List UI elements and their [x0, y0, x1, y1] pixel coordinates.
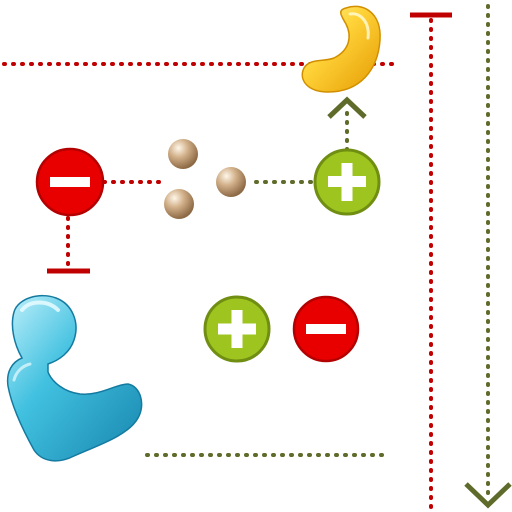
right-inhibit-vertical	[410, 12, 452, 510]
particle-3	[216, 167, 246, 197]
right-activate-arrowhead	[464, 482, 512, 509]
plus-to-crescent-arrow	[327, 96, 367, 152]
minus-circle-left	[35, 147, 105, 217]
plus-circle-right	[313, 148, 381, 216]
cyan-l-shaped-molecule-icon	[6, 294, 143, 462]
yellow-crescent-molecule-icon	[301, 5, 381, 93]
minus-circle-center	[292, 295, 360, 363]
right-activate-vertical	[464, 4, 512, 509]
particle-1	[168, 139, 198, 169]
plus-circle-center	[203, 295, 271, 363]
particle-2	[164, 189, 194, 219]
minus-down-tbar	[47, 216, 90, 274]
particle-cluster-icon	[164, 139, 246, 219]
